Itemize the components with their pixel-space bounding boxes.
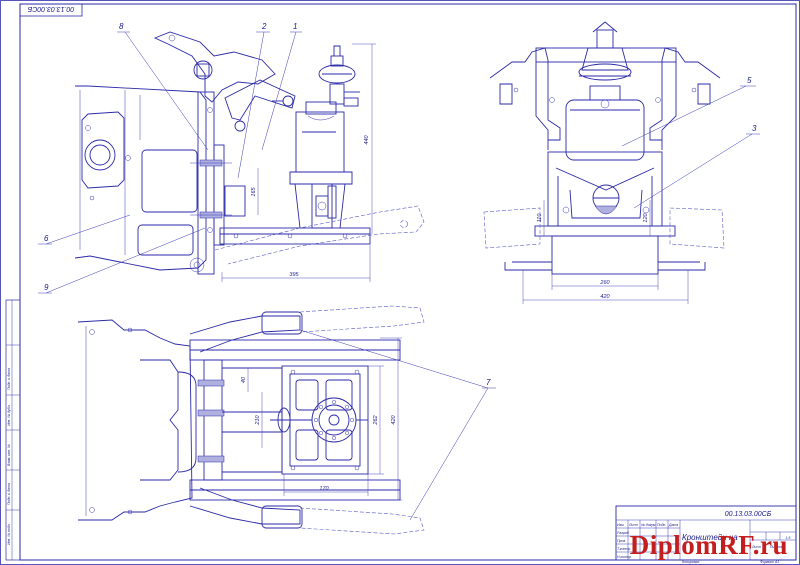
stamp-vzam-inv: Взам. инв. № <box>7 444 11 466</box>
stamp-podp-data-2: Подп. и дата <box>7 368 11 390</box>
stamp-inv-dubl: Инв. № дубл. <box>7 404 11 426</box>
titleblock-code: 00.13.03.00СБ <box>725 511 772 518</box>
titleblock-sheet-label: Лист <box>751 545 761 549</box>
tb-col-dokum: № докум. <box>641 523 656 527</box>
label-part-3: 3 <box>752 124 757 133</box>
side-leaders: 5 3 <box>621 76 760 209</box>
plan-view: 262 420 170 40 210 <box>77 305 425 535</box>
front-view: 395 440 165 <box>74 31 425 282</box>
label-part-5: 5 <box>747 76 752 85</box>
dim-side-h-right: 120 <box>643 212 649 222</box>
tb-col-data: Дата <box>668 523 678 527</box>
tb-footer-right: Формат А1 <box>760 560 779 564</box>
tb-row-tkontr: Т.контр. <box>617 547 631 551</box>
tb-col-podp: Подп. <box>657 523 666 527</box>
top-code-box: 00.13.03.00СБ <box>19 3 83 17</box>
label-part-9: 9 <box>44 283 49 292</box>
watermark-logo: DiplomRF.ru <box>629 530 788 560</box>
plan-leaders: 7 <box>299 329 496 521</box>
tb-footer-left: Копировал <box>682 560 699 564</box>
front-leaders: 8 2 1 6 9 <box>38 22 302 294</box>
dim-front-height: 440 <box>364 134 370 144</box>
tb-col-list: Лист <box>628 523 638 527</box>
dim-front-width: 395 <box>289 272 299 278</box>
tb-col-izm: Изм. <box>617 523 624 527</box>
dim-plan-outer: 420 <box>391 414 397 424</box>
side-view: 260 420 110 120 <box>483 21 725 304</box>
stamp-podp-data-1: Подп. и дата <box>7 483 11 505</box>
dim-side-h-left: 110 <box>537 213 543 223</box>
top-drawing-code: 00.13.03.00СБ <box>27 5 74 12</box>
dim-plan-inner: 262 <box>373 415 379 425</box>
side-stamp-strip: Инв. № подл. Подп. и дата Взам. инв. № И… <box>5 299 21 561</box>
label-part-8: 6 <box>44 234 49 243</box>
label-part-2: 2 <box>261 22 267 31</box>
dim-plan-width: 170 <box>319 486 329 492</box>
label-part-6: 7 <box>486 378 491 387</box>
tb-row-razrab: Разраб. <box>617 531 630 535</box>
sheet-frame <box>19 3 797 561</box>
titleblock-sheets-label: Листов <box>769 545 783 549</box>
tb-row-nkontr: Н.контр. <box>617 555 632 559</box>
dim-plan-a: 40 <box>241 376 247 383</box>
stamp-inv-podl: Инв. № подл. <box>7 523 11 545</box>
label-part-1: 1 <box>293 22 297 31</box>
title-block: 00.13.03.00СБ Кронштейн на 1:5 Лист Лист… <box>615 505 797 564</box>
dim-front-small: 165 <box>251 186 257 196</box>
tb-row-prov: Пров. <box>617 539 626 543</box>
dim-plan-b: 210 <box>255 414 261 425</box>
titleblock-scale: 1:5 <box>786 536 791 540</box>
dim-side-outer: 420 <box>600 294 610 300</box>
dim-side-inner: 260 <box>599 280 610 286</box>
label-part-7: 8 <box>119 22 124 31</box>
titleblock-title: Кронштейн на <box>682 533 738 542</box>
